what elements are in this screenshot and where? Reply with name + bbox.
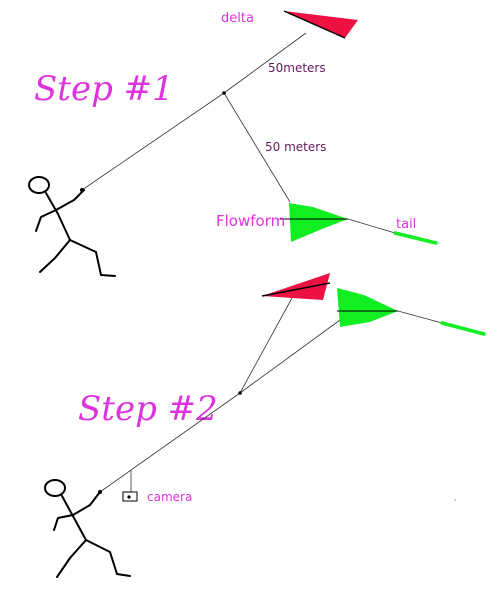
head [28, 176, 50, 194]
flowform-kite [289, 203, 348, 242]
hand-dot-2 [98, 490, 102, 494]
main-kite-line [81, 92, 225, 191]
line-junction-dot [222, 91, 226, 95]
upper-distance-label: 50meters [268, 61, 326, 75]
leg-left [39, 239, 71, 273]
flowform-kite-line-2 [239, 319, 341, 394]
delta-kite-line-2 [239, 297, 293, 394]
tail-streamer-2 [440, 321, 486, 336]
delta-label: delta [221, 11, 254, 26]
head [44, 479, 66, 497]
arm-left [35, 209, 57, 232]
tail-line-2 [397, 310, 443, 324]
stick-figure-2 [44, 479, 131, 578]
delta-kite-line [223, 32, 307, 94]
delta-kite [284, 11, 358, 38]
tail-streamer [393, 231, 438, 245]
delta-kite-spine [283, 10, 346, 39]
arm-right [55, 189, 85, 211]
body [61, 495, 87, 541]
lower-distance-label: 50 meters [265, 140, 326, 154]
leg-right [69, 239, 116, 277]
tail-line [347, 218, 396, 234]
step-2-label: Step #2 [78, 389, 218, 429]
stick-figure-1 [28, 176, 116, 277]
delta-kite-2-spine [261, 282, 331, 297]
hand-dot [80, 188, 84, 192]
flowform-kite-2 [337, 288, 398, 327]
flowform-label: Flowform [216, 212, 285, 230]
step-2-group: Step #2 camera [44, 273, 486, 578]
delta-kite-2 [262, 273, 330, 300]
stray-dot [454, 499, 456, 501]
leg-left [56, 539, 87, 578]
step-1-label: Step #1 [34, 69, 174, 109]
arm-left [53, 514, 74, 531]
arm-right [72, 491, 101, 516]
body [45, 192, 71, 241]
line-junction-dot-2 [238, 391, 242, 395]
tail-label: tail [396, 217, 416, 232]
flowform-kite-line [223, 92, 291, 203]
leg-right [85, 539, 131, 577]
camera-lens [127, 495, 131, 499]
main-kite-line-2 [99, 392, 241, 493]
step-1-group: Step #1 delta 50meters 50 meters Flowfor… [28, 10, 438, 277]
camera-label: camera [147, 490, 192, 504]
